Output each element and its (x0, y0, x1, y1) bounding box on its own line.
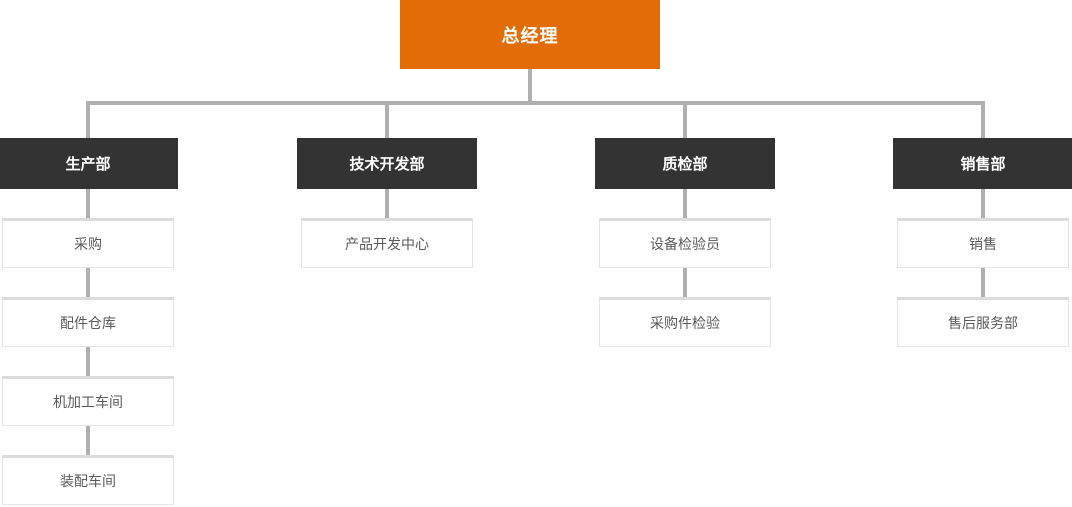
connector-dept-stub-2 (385, 101, 389, 138)
org-node-dept: 销售部 (893, 138, 1072, 189)
connector-child-stub (86, 426, 90, 455)
connector-child-stub (683, 189, 687, 218)
org-node-dept: 质检部 (595, 138, 775, 189)
connector-root-stub (528, 69, 532, 105)
org-node-child: 售后服务部 (897, 297, 1069, 347)
connector-dept-stub-4 (981, 101, 985, 138)
connector-child-stub (86, 268, 90, 297)
org-node-child: 配件仓库 (2, 297, 174, 347)
connector-dept-stub-3 (683, 101, 687, 138)
org-column-sales: 销售部 销售 售后服务部 (893, 138, 1072, 347)
org-column-tech-dev: 技术开发部 产品开发中心 (297, 138, 477, 268)
org-column-production: 生产部 采购 配件仓库 机加工车间 装配车间 (0, 138, 178, 505)
connector-dept-stub-1 (86, 101, 90, 138)
org-node-child: 机加工车间 (2, 376, 174, 426)
connector-child-stub (86, 189, 90, 218)
org-node-dept: 技术开发部 (297, 138, 477, 189)
connector-child-stub (981, 189, 985, 218)
org-node-child: 装配车间 (2, 455, 174, 505)
connector-child-stub (683, 268, 687, 297)
org-node-child: 采购 (2, 218, 174, 268)
org-node-dept: 生产部 (0, 138, 178, 189)
org-node-child: 销售 (897, 218, 1069, 268)
org-node-root: 总经理 (400, 0, 660, 69)
org-column-quality: 质检部 设备检验员 采购件检验 (595, 138, 775, 347)
org-node-child: 设备检验员 (599, 218, 771, 268)
org-node-child: 产品开发中心 (301, 218, 473, 268)
org-node-child: 采购件检验 (599, 297, 771, 347)
connector-child-stub (981, 268, 985, 297)
connector-horizontal (86, 101, 985, 105)
connector-child-stub (86, 347, 90, 376)
connector-child-stub (385, 189, 389, 218)
